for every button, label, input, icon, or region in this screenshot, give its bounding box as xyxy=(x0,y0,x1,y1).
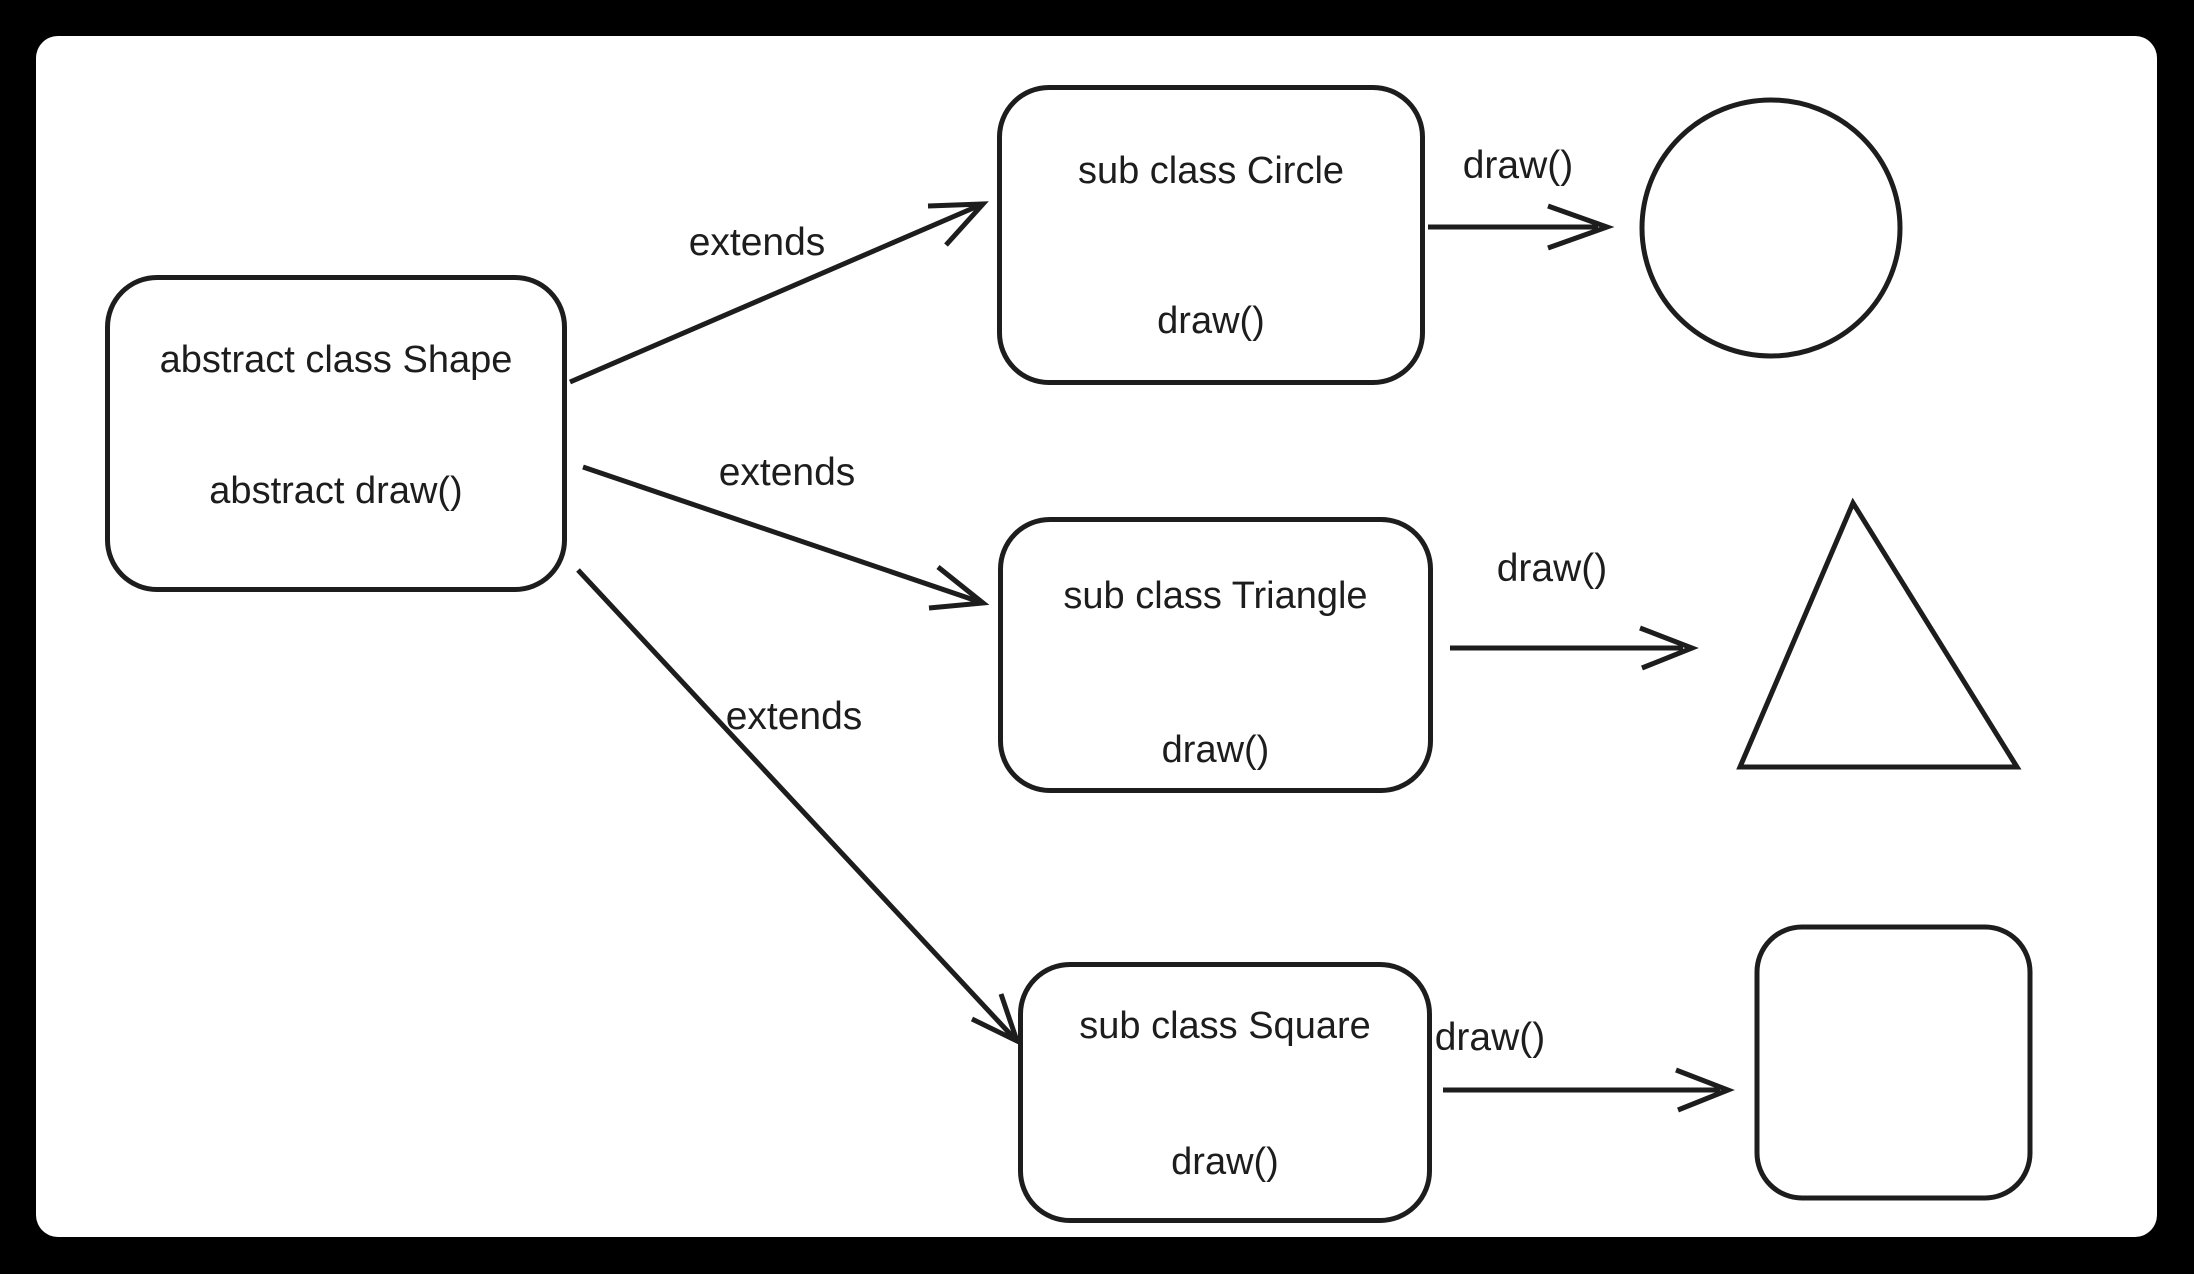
circle-drawing xyxy=(1639,97,1903,359)
draw-label: draw() xyxy=(1496,547,1608,590)
draw-arrow-circle xyxy=(1428,203,1615,251)
draw-arrow-square xyxy=(1443,1067,1735,1113)
class-title: sub class Triangle xyxy=(1063,575,1368,618)
extends-label: extends xyxy=(688,221,826,264)
extends-label: extends xyxy=(725,695,863,738)
extends-arrow-circle xyxy=(569,201,989,385)
class-method: draw() xyxy=(1171,1141,1279,1184)
extends-arrow-triangle xyxy=(582,464,990,611)
class-node-circle: sub class Circle draw() xyxy=(997,85,1425,385)
class-node-triangle: sub class Triangle draw() xyxy=(998,517,1433,793)
extends-arrow-square xyxy=(576,568,1022,1046)
arrowhead-icon xyxy=(1547,203,1615,251)
arrowhead-icon xyxy=(1639,625,1699,671)
class-title: sub class Circle xyxy=(1077,150,1345,193)
arrowhead-icon xyxy=(927,201,989,247)
diagram-canvas xyxy=(36,36,2157,1237)
square-drawing xyxy=(1754,924,2033,1201)
class-method: draw() xyxy=(1161,729,1270,772)
arrowhead-icon xyxy=(970,993,1022,1046)
extends-label: extends xyxy=(718,451,856,494)
arrowhead-icon xyxy=(1675,1067,1735,1113)
class-node-square: sub class Square draw() xyxy=(1018,962,1432,1223)
class-title: abstract class Shape xyxy=(159,339,513,382)
triangle-drawing xyxy=(1736,497,2022,770)
class-method: draw() xyxy=(1157,300,1265,343)
draw-label: draw() xyxy=(1462,144,1574,187)
class-title: sub class Square xyxy=(1079,1005,1371,1048)
arrowhead-icon xyxy=(928,565,990,611)
class-node-shape: abstract class Shape abstract draw() xyxy=(105,275,567,592)
class-method: abstract draw() xyxy=(209,470,463,513)
draw-label: draw() xyxy=(1434,1016,1546,1059)
draw-arrow-triangle xyxy=(1450,625,1699,671)
